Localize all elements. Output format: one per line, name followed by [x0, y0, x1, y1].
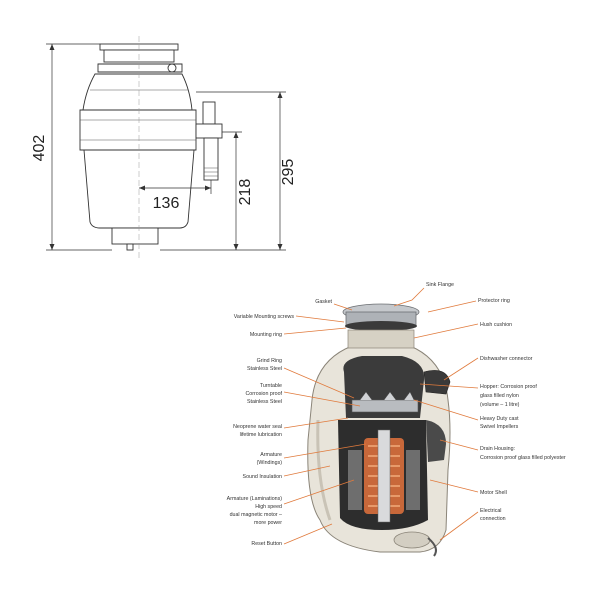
leader-gasket — [333, 303, 353, 311]
mounting-ring — [345, 321, 417, 331]
reset-stub — [126, 243, 134, 251]
leader-sink-flange — [393, 287, 425, 307]
label-dishwasher-connector: Dishwasher connector — [480, 356, 533, 362]
label-reset-button: Reset Button — [251, 541, 282, 547]
label-turntable-3: Stainless Steel — [247, 399, 282, 405]
band-lines — [80, 119, 196, 141]
cutaway-illustration: Sink Flange Protector ring Hush cushion … — [227, 282, 566, 557]
label-motor-shell: Motor Shell — [480, 490, 507, 496]
mounting-ring-outline — [97, 63, 183, 73]
impellers — [359, 391, 415, 401]
label-hush-cushion: Hush cushion — [480, 322, 512, 328]
leader-protector-ring — [427, 300, 477, 313]
label-grind-ring-1: Grind Ring — [257, 358, 282, 364]
label-impellers-2: Swivel Impellers — [480, 424, 519, 430]
pipe-elbow — [195, 123, 223, 139]
pipe-outlet — [203, 137, 219, 181]
leader-turntable — [283, 391, 361, 407]
label-impellers-1: Heavy Duty cast — [480, 416, 519, 422]
dim-136-label: 136 — [153, 195, 180, 212]
leader-laminations — [283, 479, 355, 505]
label-electrical-2: connection — [480, 516, 506, 522]
dim-218-label: 218 — [237, 179, 254, 206]
label-hopper-3: (volume – 1 litre) — [480, 402, 520, 408]
leader-windings — [283, 443, 367, 459]
label-drain-housing-2: Corrosion proof glass filled polyester — [480, 455, 566, 461]
armature-shaft — [377, 429, 391, 523]
label-turntable-2: Corrosion proof — [245, 391, 282, 397]
label-armature-laminations-2: High speed — [255, 504, 282, 510]
electrical-connection — [427, 537, 437, 557]
label-electrical-1: Electrical — [480, 508, 502, 514]
turntable — [351, 399, 419, 413]
armature-laminations-left — [348, 450, 362, 510]
label-sound-insulation: Sound Insulation — [243, 474, 283, 480]
leader-dishwasher — [443, 357, 479, 381]
bottom-base — [111, 227, 159, 245]
mount-screw — [167, 63, 177, 73]
leader-drain-housing — [439, 439, 479, 451]
hush-cushion — [347, 329, 415, 349]
label-armature-windings-1: Armature — [260, 452, 282, 458]
label-neoprene-1: Neoprene water seal — [233, 424, 282, 430]
pipe-thread — [204, 167, 218, 177]
leader-sound-insulation — [283, 465, 331, 477]
label-variable-mounting-screws: Variable Mounting screws — [234, 314, 295, 320]
label-armature-laminations-4: more power — [254, 520, 282, 526]
leader-grind-ring — [283, 367, 355, 399]
leader-lines — [283, 287, 479, 545]
dishwasher-connector — [423, 370, 451, 395]
leader-electrical — [439, 511, 479, 541]
leader-neoprene — [283, 417, 349, 429]
leader-hush-cushion — [413, 323, 479, 339]
label-drain-housing-1: Drain Housing: — [480, 446, 515, 452]
label-gasket: Gasket — [315, 299, 332, 305]
label-mounting-ring: Mounting ring — [250, 332, 282, 338]
hopper-outline — [82, 73, 193, 111]
armature-laminations-right — [406, 450, 420, 510]
label-hopper-2: glass filled nylon — [480, 393, 519, 399]
label-armature-laminations-3: dual magnetic motor – — [230, 512, 282, 518]
label-sink-flange: Sink Flange — [426, 282, 454, 288]
label-armature-laminations-1: Armature (Laminations) — [227, 496, 283, 502]
leader-reset-button — [283, 523, 333, 545]
label-turntable-1: Turntable — [260, 383, 282, 389]
label-protector-ring: Protector ring — [478, 298, 510, 304]
leader-mounting-screws — [295, 315, 345, 323]
dim-295-label: 295 — [280, 159, 297, 186]
label-armature-windings-2: (Windings) — [257, 460, 283, 466]
leader-impellers — [413, 399, 479, 421]
label-grind-ring-2: Stainless Steel — [247, 366, 282, 372]
drain-housing — [426, 420, 446, 462]
base-boss — [393, 531, 431, 549]
leader-mounting-ring — [283, 327, 347, 335]
label-neoprene-2: lifetime lubrication — [240, 432, 282, 438]
band-outline — [79, 109, 197, 151]
leader-hopper — [419, 383, 479, 389]
leader-motor-shell — [429, 479, 479, 493]
label-hopper-1: Hopper: Corrosion proof — [480, 384, 537, 390]
dim-402-label: 402 — [31, 135, 48, 162]
shell-highlight — [316, 419, 332, 521]
pipe-vertical — [202, 101, 216, 125]
technical-drawing: 402 295 218 136 — [31, 36, 297, 258]
